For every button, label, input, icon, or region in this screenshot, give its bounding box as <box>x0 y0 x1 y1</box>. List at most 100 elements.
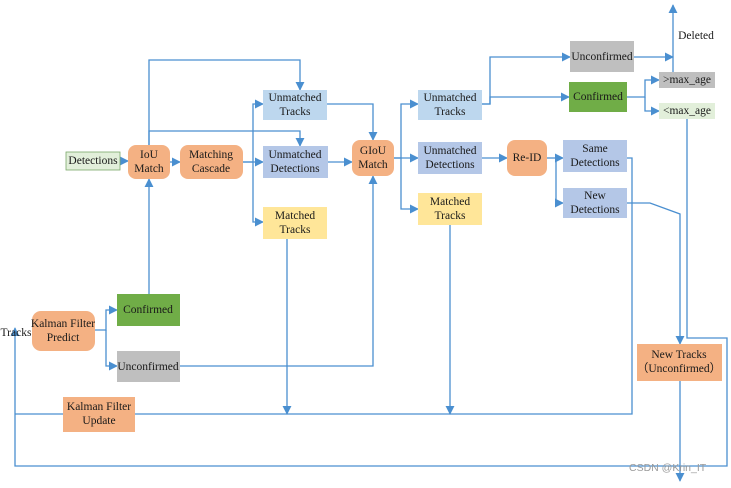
iou-match-label: IoU Match <box>134 149 164 175</box>
edge-predict-to-confirmed <box>95 305 118 331</box>
label-line: Deleted <box>678 30 714 42</box>
label-line: Kalman Filter <box>67 401 131 413</box>
lt-max-age-box <box>659 103 715 119</box>
unconfirmed-top-label: Unconfirmed <box>571 51 633 63</box>
edge-predict-to-unconfirmed <box>105 330 118 371</box>
label-line: Unmatched <box>268 92 321 104</box>
confirmed-bottom-label: Confirmed <box>123 304 173 316</box>
edge-cascade-to-unmatched-tracks <box>243 99 264 163</box>
watermark: CSDN @Krin_IT <box>629 462 707 474</box>
edge-confirmed-to-lt-max-age <box>644 97 660 116</box>
label-line: Detections <box>570 204 620 216</box>
label-line: Kalman Filter <box>31 318 95 330</box>
label-line: IoU <box>140 149 159 161</box>
giou-match-label: GIoU Match <box>358 145 388 171</box>
label-line: Unmatched <box>268 149 321 161</box>
unmatched-detections-2-box <box>418 142 482 174</box>
unmatched-tracks-1-box <box>263 90 327 120</box>
edge-same-dets-to-update <box>15 157 633 415</box>
label-line: Matched <box>275 210 315 222</box>
edge-cascade-to-matched-tracks <box>252 162 264 227</box>
label-line: New Tracks <box>651 349 707 361</box>
label-line: Confirmed <box>573 91 623 103</box>
label-line: Unmatched <box>423 92 476 104</box>
label-line: Tracks <box>280 224 311 236</box>
re-id-box <box>507 140 547 176</box>
label-line: GIoU <box>360 145 387 157</box>
confirmed-top-label: Confirmed <box>573 91 623 103</box>
giou-match-box <box>352 140 394 176</box>
label-line: Unmatched <box>423 145 476 157</box>
new-detections-box <box>563 188 627 218</box>
gt-max-age-box <box>659 72 715 88</box>
label-line: Same <box>582 143 608 155</box>
unconfirmed-bottom-box <box>117 351 180 382</box>
label-line: Matching <box>189 149 233 161</box>
deleted-label: Deleted <box>678 30 714 42</box>
label-line: Matched <box>430 196 470 208</box>
edge-iou-to-unmatched-dets <box>148 130 305 147</box>
matched-tracks-2-box <box>418 193 482 225</box>
kalman-update-box <box>63 397 135 432</box>
iou-match-box <box>128 145 170 179</box>
confirmed-bottom-box <box>117 294 180 326</box>
matching-cascade-box <box>180 145 243 179</box>
label-line: Detections <box>68 155 118 167</box>
label-line: <max_age <box>663 105 711 117</box>
label-line: Match <box>358 159 388 171</box>
tracks-label: Tracks <box>1 327 32 339</box>
edge-giou-to-matched-tracks-2 <box>400 158 419 214</box>
label-line: Unconfirmed <box>571 51 633 63</box>
label-line: New <box>584 190 606 202</box>
label-line: Tracks <box>1 327 32 339</box>
edge-unmatched-tracks-to-giou <box>327 103 378 141</box>
label-line: Detections <box>270 163 320 175</box>
edge-new-dets-to-new-tracks <box>627 202 685 345</box>
label-line: Detections <box>425 159 475 171</box>
label-line: （Unconfirmed） <box>637 362 721 375</box>
edge-lt-max-age-to-tracks <box>10 103 728 467</box>
gt-max-age-label: >max_age <box>663 74 711 86</box>
label-line: Detections <box>570 157 620 169</box>
new-tracks-label: New Tracks（Unconfirmed） <box>637 349 721 375</box>
edges <box>10 4 728 482</box>
re-id-label: Re-ID <box>513 152 542 164</box>
label-line: Confirmed <box>123 304 173 316</box>
new-tracks-box <box>637 344 722 381</box>
unconfirmed-top-box <box>570 41 634 72</box>
label-line: >max_age <box>663 74 711 86</box>
edge-reid-to-new-dets <box>554 158 564 208</box>
unmatched-detections-1-box <box>263 146 328 178</box>
kalman-predict-box <box>32 311 95 351</box>
unmatched-tracks-2-box <box>418 90 482 120</box>
label-line: Unconfirmed <box>117 361 179 373</box>
label-line: Match <box>134 163 164 175</box>
edge-unmatched-tracks-2-to-confirmed <box>482 92 570 105</box>
unconfirmed-bottom-label: Unconfirmed <box>117 361 179 373</box>
label-line: Update <box>82 415 115 427</box>
matched-tracks-1-box <box>263 207 327 239</box>
same-detections-box <box>563 140 627 172</box>
edge-giou-to-unmatched-tracks-2 <box>394 99 419 159</box>
confirmed-top-box <box>569 82 627 112</box>
label-line: Tracks <box>435 210 466 222</box>
label-line: Tracks <box>435 106 466 118</box>
label-line: Cascade <box>192 163 230 175</box>
edge-iou-to-unmatched-tracks-top-route <box>148 59 305 146</box>
label-line: Re-ID <box>513 152 542 164</box>
lt-max-age-label: <max_age <box>663 105 711 117</box>
